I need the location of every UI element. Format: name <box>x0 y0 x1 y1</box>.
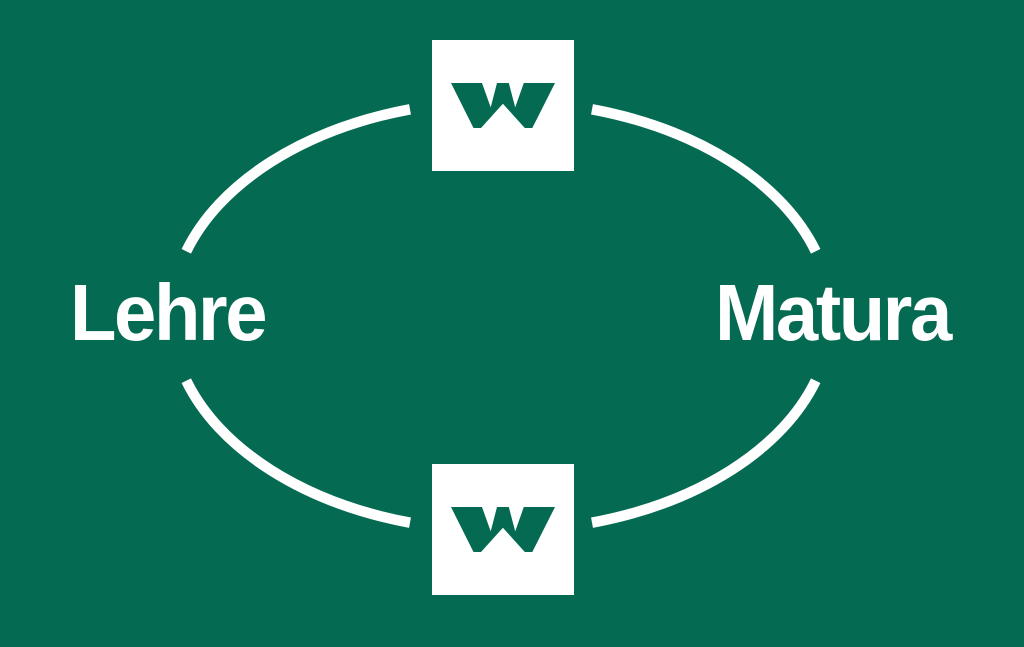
square-bottom <box>432 464 574 595</box>
node-top <box>432 40 574 171</box>
square-top <box>432 40 574 171</box>
arc-lower-right <box>591 378 821 528</box>
w-logo-icon <box>451 83 555 128</box>
w-letter-shape <box>451 83 555 128</box>
label-lehre: Lehre <box>70 268 267 357</box>
w-logo-icon <box>451 507 555 552</box>
label-matura: Matura <box>715 268 952 357</box>
arc-upper-right <box>591 104 821 254</box>
arc-lower-left <box>181 378 411 528</box>
node-bottom <box>432 464 574 595</box>
arc-upper-left <box>181 104 411 254</box>
w-letter-shape <box>451 507 555 552</box>
